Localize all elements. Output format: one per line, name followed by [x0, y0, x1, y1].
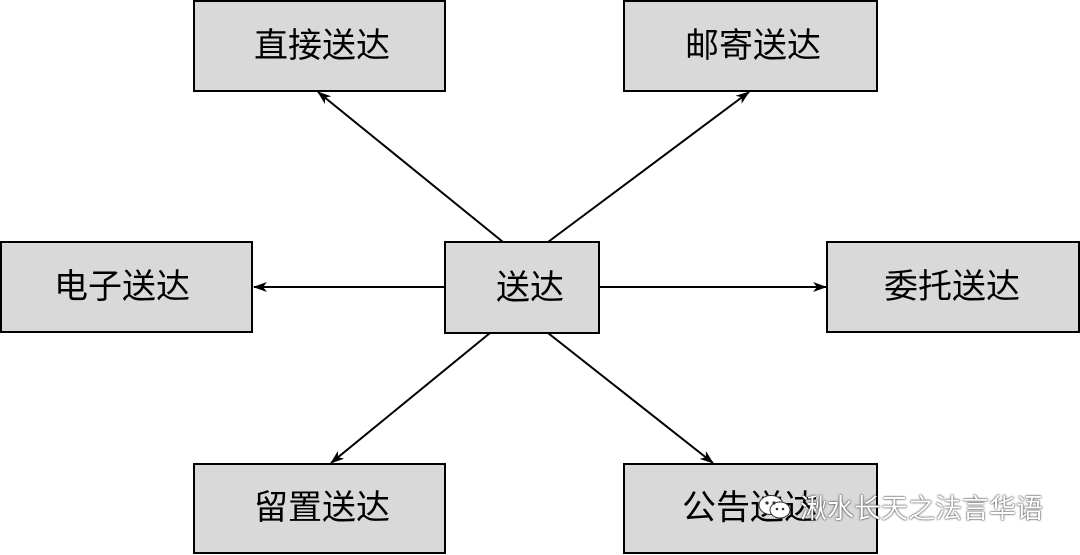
node-lodged-label: 留置送达: [254, 488, 390, 528]
node-electronic: 电子送达: [0, 241, 253, 333]
edge-to-public-notice: [547, 332, 714, 464]
node-center-label: 送达: [496, 268, 564, 308]
node-direct-label: 直接送达: [254, 26, 390, 66]
edge-to-lodged: [330, 332, 491, 464]
node-direct: 直接送达: [193, 0, 446, 92]
node-lodged: 留置送达: [193, 463, 446, 554]
node-mail: 邮寄送达: [623, 0, 878, 92]
node-electronic-label: 电子送达: [54, 267, 190, 307]
node-public-notice-label: 公告送达: [682, 488, 818, 528]
node-public-notice: 公告送达: [623, 463, 878, 554]
edge-to-mail: [547, 91, 750, 243]
edge-to-direct: [317, 91, 504, 243]
node-entrusted: 委托送达: [826, 241, 1080, 333]
node-entrusted-label: 委托送达: [884, 267, 1020, 307]
node-center: 送达: [444, 241, 600, 334]
node-mail-label: 邮寄送达: [685, 26, 821, 66]
